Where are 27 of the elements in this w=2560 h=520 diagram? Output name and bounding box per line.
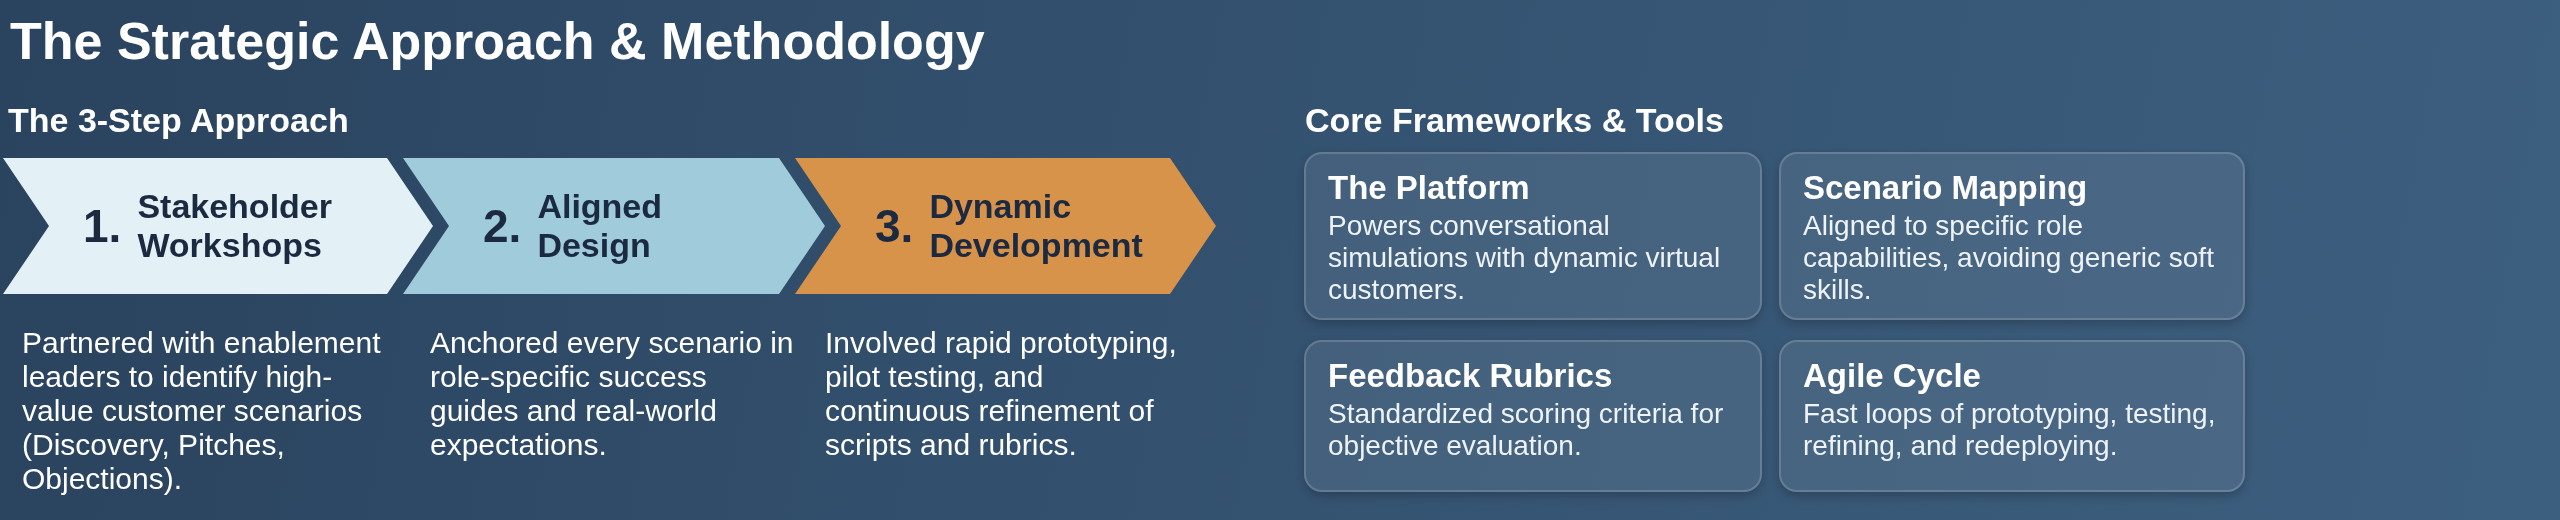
card-title: Scenario Mapping [1803,168,2088,208]
card-text: Powers conversational simulations with dynamic virtual customers. [1328,209,1722,306]
step-number: 2. [483,200,522,252]
card-text: Aligned to specific role capabilities, avoiding generic soft skills. [1803,209,2215,306]
section-heading: The 3-Step Approach [8,100,349,141]
tool-card [1304,152,1762,320]
tool-card [1304,340,1762,492]
card-title: Agile Cycle [1803,356,1981,396]
tool-card [1779,152,2245,320]
step-number: 3. [875,200,914,252]
card-title: The Platform [1328,168,1530,208]
step-title: Dynamic Development [929,186,1143,266]
step-description: Anchored every scenario in role-specific success guides and real-world expectations. [430,326,795,462]
step-description: Involved rapid prototyping, pilot testing, and continuous refinement of scripts and rubrics. [825,326,1178,462]
card-title: Feedback Rubrics [1328,356,1613,396]
tool-card [1779,340,2245,492]
step-title: Stakeholder Workshops [137,186,332,266]
step-title: Aligned Design [537,186,663,266]
section-heading: Core Frameworks & Tools [1305,100,1724,141]
card-text: Fast loops of prototyping, testing, refining, and redeploying. [1803,397,2217,462]
step-description: Partnered with enablement leaders to identify high-value customer scenarios (Discovery, Pitches, Objections). [22,326,382,496]
card-text: Standardized scoring criteria for objective evaluation. [1328,397,1725,462]
chevron-step [3,158,433,294]
title: The Strategic Approach & Methodology [10,12,985,72]
chevron-step [403,158,825,294]
step-number: 1. [83,200,122,252]
chevron-step [795,158,1216,294]
